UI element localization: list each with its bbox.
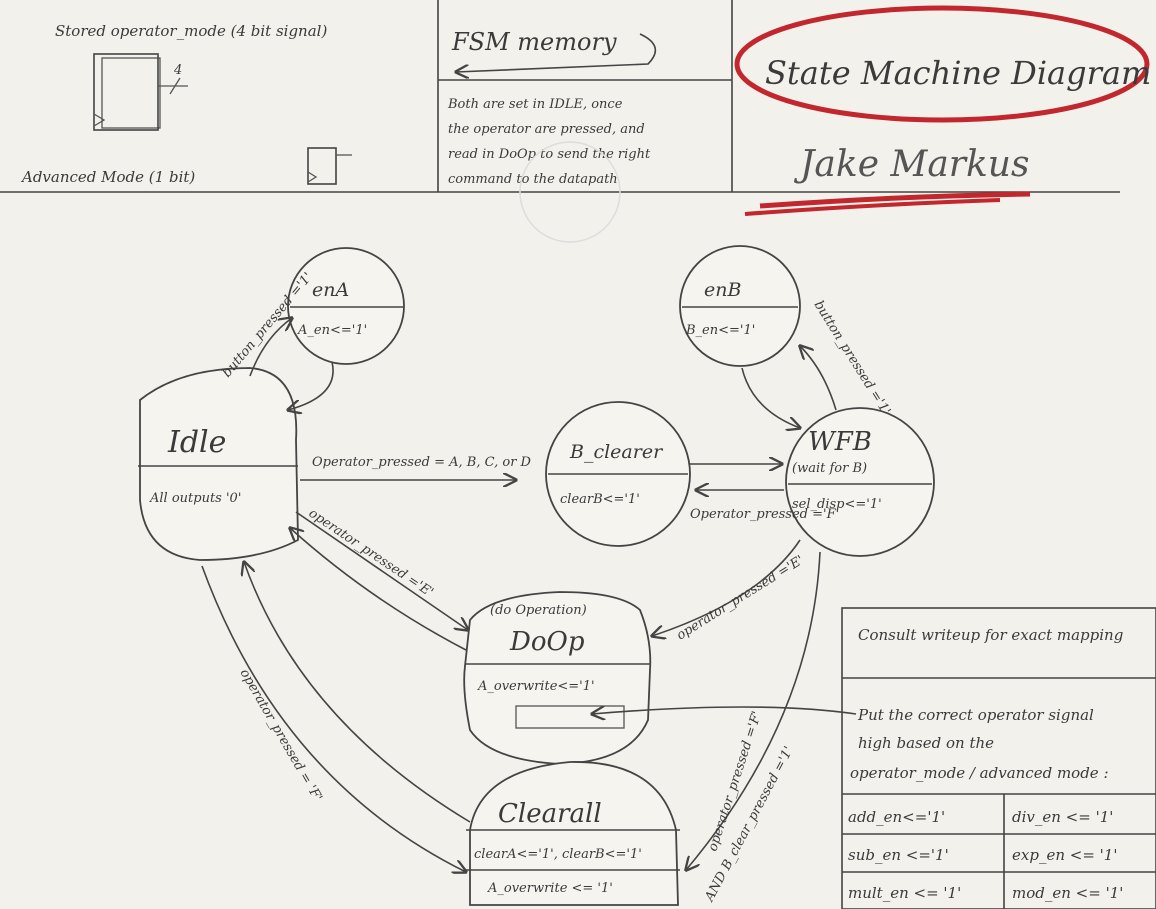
state-doop: (do Operation) DoOp A_overwrite<='1' [463,591,652,765]
state-wfb-output: sel_disp<='1' [792,497,882,512]
arrow-enb-to-wfb [741,367,800,428]
state-enb: enB B_en<='1' [679,245,801,367]
mapping-cell: sub_en <='1' [848,846,949,864]
author-name: Jake Markus [793,144,1029,185]
state-doop-name: DoOp [509,627,585,657]
state-idle: Idle All outputs '0' [138,367,299,561]
state-clearall-output-2: A_overwrite <= '1' [487,881,613,896]
advanced-mode-register: Advanced Mode (1 bit) [20,147,352,186]
advanced-mode-label: Advanced Mode (1 bit) [20,168,195,186]
arrow-ena-to-idle [288,361,334,410]
label-idle-to-doop: operator_pressed ='E' [306,506,436,601]
arrow-idle-to-clearall [201,565,466,872]
mapping-cell: div_en <= '1' [1012,808,1113,826]
mapping-note-3: operator_mode / advanced mode : [850,764,1109,782]
arrow-mapping-to-doop [592,707,857,714]
arrow-wfb-to-doop [652,539,801,636]
fsm-memory-note-3: read in DoOp to send the right [448,147,651,162]
state-wfb: WFB (wait for B) sel_disp<='1' [785,407,935,557]
bus-width-label: 4 [173,63,182,78]
state-b-clearer-name: B_clearer [569,441,664,463]
state-idle-output: All outputs '0' [149,491,241,506]
operator-signal-slot [515,705,625,729]
mapping-table: Consult writeup for exact mapping Put th… [841,607,1156,909]
arrow-wfb-to-clearall [686,551,821,870]
state-ena-output: A_en<='1' [297,323,367,338]
mapping-cell: mod_en <= '1' [1012,884,1123,902]
label-idle-to-clearall: operator_pressed = 'F' [237,667,325,805]
state-wfb-subtitle: (wait for B) [792,461,867,476]
state-ena: enA A_en<='1' [287,247,405,365]
state-idle-name: Idle [167,425,226,460]
state-clearall-name: Clearall [498,799,602,829]
arrow-doop-to-idle [290,528,467,651]
state-ena-name: enA [312,279,349,301]
state-b-clearer-output: clearB<='1' [560,492,640,507]
label-wfb-to-b-clearer: Operator_pressed ='F' [690,507,839,522]
state-doop-subtitle: (do Operation) [490,603,587,618]
state-enb-output: B_en<='1' [685,323,755,338]
mapping-title: Consult writeup for exact mapping [858,626,1123,644]
fsm-memory-box: FSM memory Both are set in IDLE, once th… [447,28,657,187]
label-wfb-to-enb: button_pressed ='1' [811,298,894,418]
fsm-memory-note-4: command to the datapath [448,172,618,187]
mapping-note-2: high based on the [858,734,994,752]
mapping-cell: mult_en <= '1' [848,884,961,902]
state-enb-name: enB [704,279,741,301]
arrow-idle-to-doop [295,511,468,630]
state-clearall-output: clearA<='1', clearB<='1' [474,847,642,862]
state-b-clearer: B_clearer clearB<='1' [545,401,691,547]
faint-stamp [519,141,621,243]
fsm-memory-note-2: the operator are pressed, and [448,122,645,137]
arrow-wfb-to-enb [800,346,837,411]
fsm-memory-note-1: Both are set in IDLE, once [447,97,623,112]
arrow-clearall-to-idle [244,562,471,823]
mapping-note-1: Put the correct operator signal [857,706,1094,724]
title-block: State Machine Diagram Jake Markus [734,5,1151,216]
label-wfb-to-clearall-1: operator_pressed ='F' [706,709,765,853]
mapping-cell: exp_en <= '1' [1012,846,1117,864]
state-wfb-name: WFB [808,427,872,457]
label-idle-to-b-clearer: Operator_pressed = A, B, C, or D [312,455,532,470]
mapping-cell: add_en<='1' [848,808,945,826]
state-clearall: Clearall clearA<='1', clearB<='1' A_over… [466,761,680,906]
page-title: State Machine Diagram [765,54,1151,92]
state-doop-output: A_overwrite<='1' [477,679,595,694]
stored-mode-register: Stored operator_mode (4 bit signal) 4 [55,22,327,131]
label-wfb-to-doop: operator_pressed ='E' [674,553,806,644]
fsm-memory-title: FSM memory [451,28,617,56]
stored-mode-label: Stored operator_mode (4 bit signal) [55,22,327,40]
arrow-idle-to-ena [249,318,292,377]
